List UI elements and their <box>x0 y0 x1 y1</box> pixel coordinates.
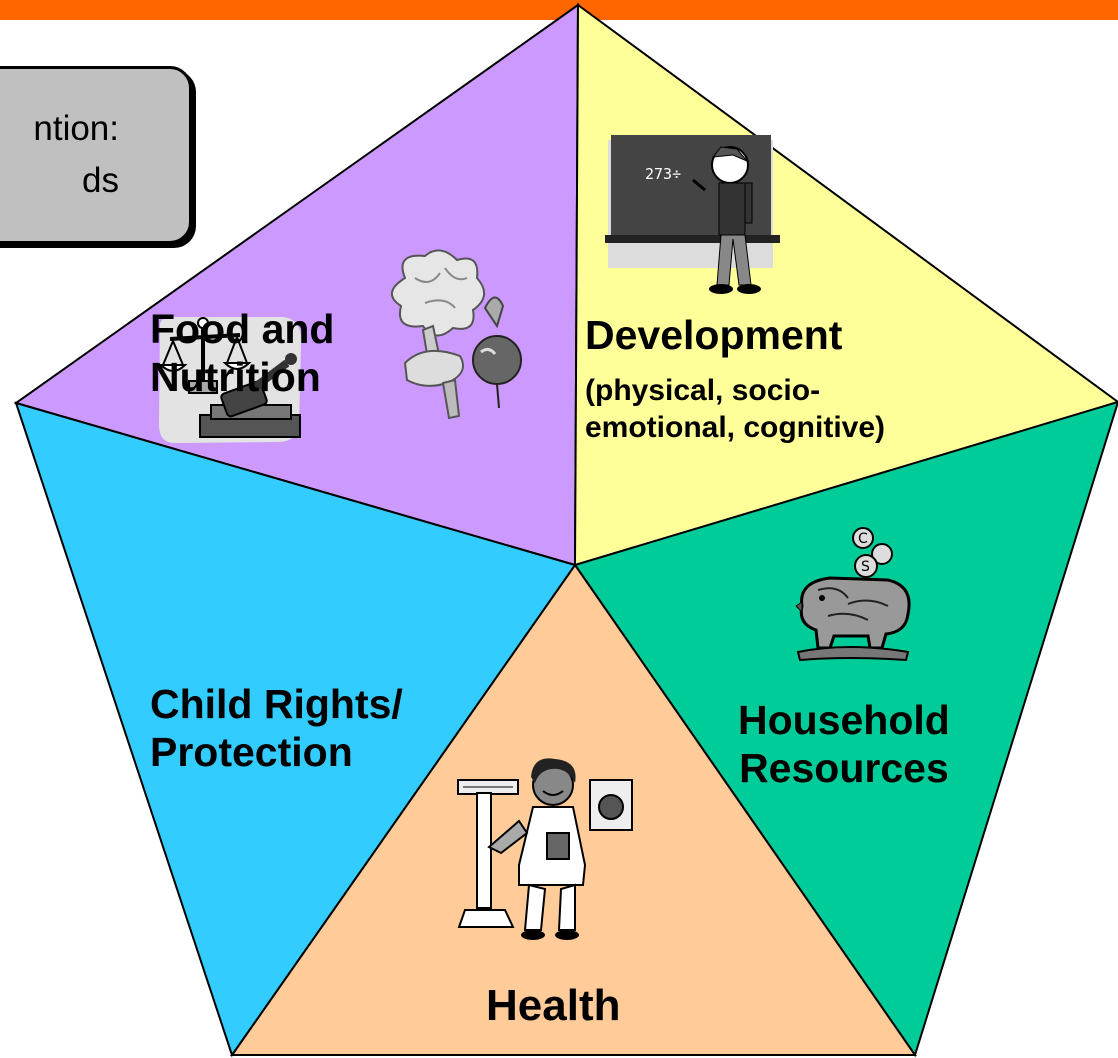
label-health: Health <box>486 981 621 1030</box>
label-household-resources: Household Resources <box>738 696 950 793</box>
label-child-line2: Protection <box>150 729 353 776</box>
piggy-bank-icon: C S <box>795 527 911 662</box>
label-household-line2: Resources <box>739 745 949 792</box>
top-accent-bar <box>0 0 1118 20</box>
svg-text:C: C <box>858 531 868 547</box>
label-household-line1: Household <box>738 697 950 743</box>
label-food-line2: Nutrition <box>150 354 321 401</box>
label-food-nutrition: Food and Nutrition <box>150 305 334 402</box>
label-development: Development <box>585 312 843 358</box>
svg-text:S: S <box>861 559 870 575</box>
callout-text-line1: ntion: <box>33 109 119 148</box>
segment-child-rights <box>14 401 577 1058</box>
label-child-line1: Child Rights/ <box>150 681 403 727</box>
callout-text-line2: ds <box>82 161 119 200</box>
label-development-sub-line2: emotional, cognitive) <box>585 410 886 444</box>
label-development-subtitle: (physical, socio- emotional, cognitive) <box>585 373 885 446</box>
label-development-sub-line1: (physical, socio- <box>585 374 821 407</box>
svg-text:273÷: 273÷ <box>645 165 681 183</box>
nurse-scale-icon <box>457 758 633 940</box>
label-food-line1: Food and <box>150 306 335 352</box>
teacher-chalkboard-icon: 273÷ <box>605 135 780 294</box>
scales-gavel-icon <box>158 317 302 443</box>
callout-box: ntion: ds <box>0 66 192 244</box>
label-child-rights: Child Rights/ Protection <box>150 680 403 777</box>
vegetables-icon <box>391 249 522 420</box>
